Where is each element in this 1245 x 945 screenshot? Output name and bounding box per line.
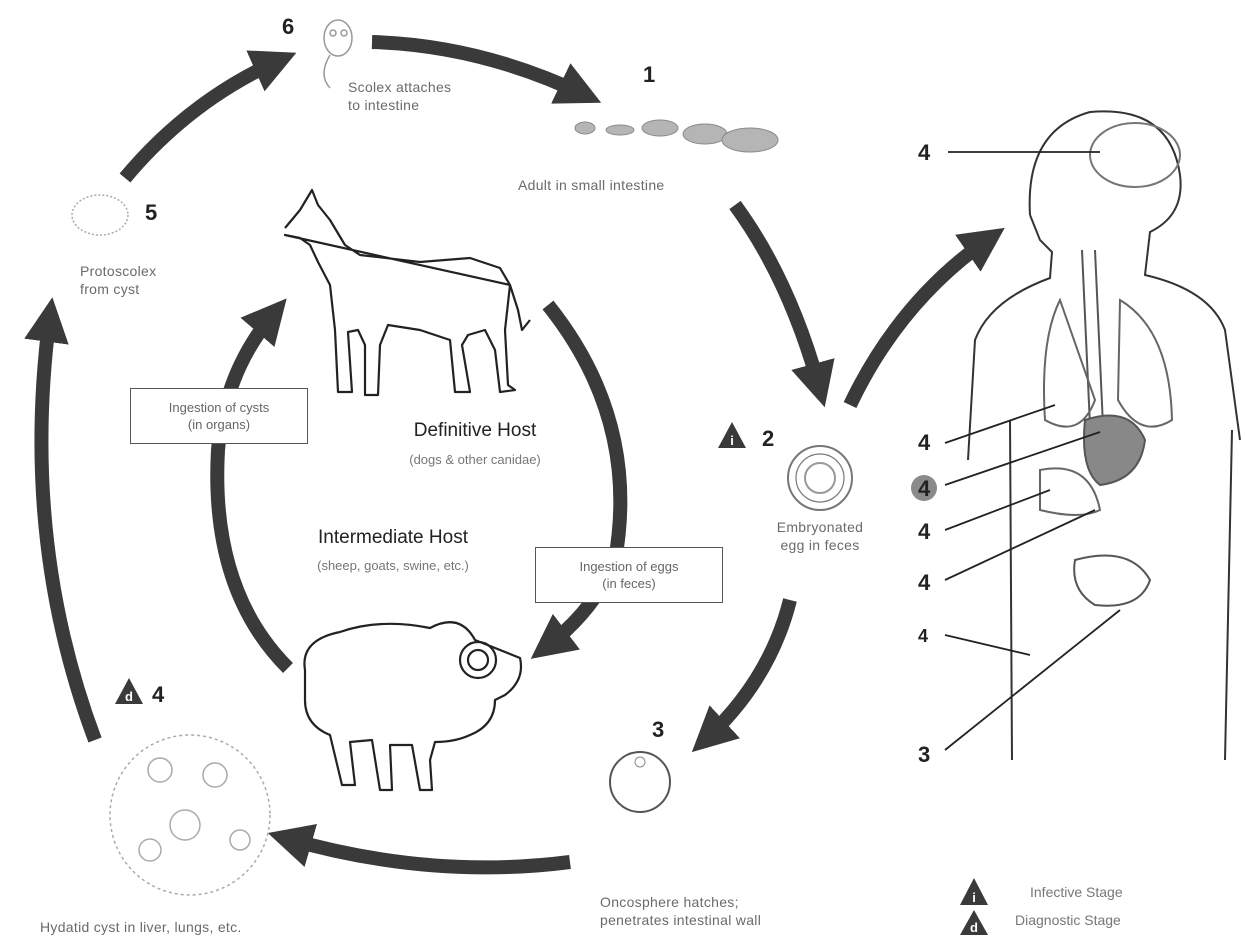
stage-number-5: 5 xyxy=(145,200,157,226)
ingestion-eggs-line2: (in feces) xyxy=(579,575,678,592)
stage-6-caption-line1: Scolex attaches xyxy=(348,79,451,95)
human-label-brain: 4 xyxy=(918,140,930,166)
stage-number-6: 6 xyxy=(282,14,294,40)
arrow-2-to-human xyxy=(850,238,990,405)
diagnostic-marker-stage4: d xyxy=(115,678,143,704)
adult-worm-sketch xyxy=(575,120,778,152)
arrow-2-to-3 xyxy=(705,600,790,740)
stage-6-caption: Scolex attaches to intestine xyxy=(348,78,451,114)
stage-number-3: 3 xyxy=(652,717,664,743)
stage-5-caption: Protoscolex from cyst xyxy=(80,262,156,298)
svg-text:d: d xyxy=(125,689,133,704)
human-label-peritoneum: 3 xyxy=(918,742,930,768)
stage-4-caption: Hydatid cyst in liver, lungs, etc. xyxy=(40,918,242,936)
human-figure xyxy=(968,111,1240,760)
arrow-sheep-to-dog xyxy=(217,312,288,668)
human-label-lung: 4 xyxy=(918,430,930,456)
svg-text:i: i xyxy=(972,890,976,905)
ingestion-cysts-line1: Ingestion of cysts xyxy=(169,399,269,416)
ingestion-eggs-box: Ingestion of eggs (in feces) xyxy=(535,547,723,603)
arrow-5-to-6 xyxy=(125,60,280,178)
definitive-host-subtitle: (dogs & other canidae) xyxy=(370,452,580,467)
stage-2-caption-line1: Embryonated xyxy=(777,519,864,535)
intermediate-host-title: Intermediate Host xyxy=(283,527,503,549)
legend-diagnostic-icon: d xyxy=(960,910,988,935)
stage-1-caption: Adult in small intestine xyxy=(518,176,665,194)
hydatid-cyst-sketch xyxy=(110,735,270,895)
protoscolex-sketch xyxy=(72,195,128,235)
egg-sketch xyxy=(788,446,852,510)
stage-2-caption-line2: egg in feces xyxy=(780,537,859,553)
human-label-heart: 4 xyxy=(918,476,930,502)
human-label-kidney: 4 xyxy=(918,570,930,596)
infective-marker-stage2: i xyxy=(718,422,746,448)
ingestion-cysts-box: Ingestion of cysts (in organs) xyxy=(130,388,308,444)
stage-5-caption-line1: Protoscolex xyxy=(80,263,156,279)
dog-illustration xyxy=(285,190,530,395)
stage-2-caption: Embryonated egg in feces xyxy=(750,518,890,554)
stage-3-caption-line1: Oncosphere hatches; xyxy=(600,894,739,910)
stage-number-4: 4 xyxy=(152,682,164,708)
human-label-liver: 4 xyxy=(918,519,930,545)
stage-number-1: 1 xyxy=(643,62,655,88)
arrow-4-to-5 xyxy=(41,315,95,740)
stage-5-caption-line2: from cyst xyxy=(80,281,139,297)
sheep-illustration xyxy=(304,622,521,790)
stage-6-caption-line2: to intestine xyxy=(348,97,419,113)
ingestion-cysts-line2: (in organs) xyxy=(169,416,269,433)
legend-infective-label: Infective Stage xyxy=(1030,884,1123,900)
stage-3-caption-line2: penetrates intestinal wall xyxy=(600,912,761,928)
ingestion-eggs-line1: Ingestion of eggs xyxy=(579,558,678,575)
arrow-1-to-2 xyxy=(735,205,820,390)
legend-infective-icon: i xyxy=(960,878,988,905)
stage-3-caption: Oncosphere hatches; penetrates intestina… xyxy=(600,893,761,929)
arrow-3-to-4 xyxy=(285,838,570,867)
human-label-bone: 4 xyxy=(918,626,928,647)
definitive-host-title: Definitive Host xyxy=(380,420,570,442)
legend-diagnostic-label: Diagnostic Stage xyxy=(1015,912,1121,928)
svg-text:i: i xyxy=(730,433,734,448)
stage-number-2: 2 xyxy=(762,426,774,452)
oncosphere-sketch xyxy=(610,752,670,812)
svg-text:d: d xyxy=(970,920,978,935)
intermediate-host-subtitle: (sheep, goats, swine, etc.) xyxy=(268,558,518,573)
inner-arrows xyxy=(217,305,620,668)
